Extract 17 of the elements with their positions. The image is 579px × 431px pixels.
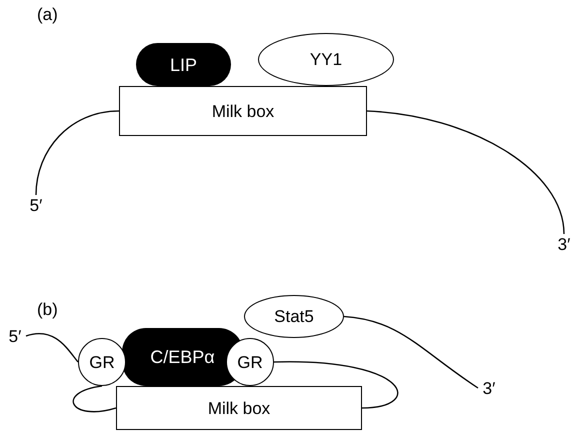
panel-label: (a): [37, 4, 58, 26]
dna-strand: [26, 333, 78, 362]
protein-shape: LIP: [136, 43, 231, 86]
dna-strand: [35, 110, 120, 196]
strand-end-label: 3′: [478, 378, 500, 398]
strand-end-label: 3′: [553, 234, 575, 254]
dna-strand: [366, 110, 565, 234]
strand-end-label: 5′: [4, 326, 26, 346]
dna-strand: [274, 361, 398, 409]
strand-end-label: 5′: [25, 195, 47, 215]
protein-ellipse: YY1: [258, 33, 394, 86]
milk-box: Milk box: [119, 86, 367, 136]
dna-strand: [344, 316, 478, 389]
panel-label: (b): [37, 299, 58, 320]
protein-ellipse: Stat5: [244, 295, 344, 338]
milk-box: Milk box: [116, 386, 362, 430]
dna-strand: [72, 385, 116, 412]
